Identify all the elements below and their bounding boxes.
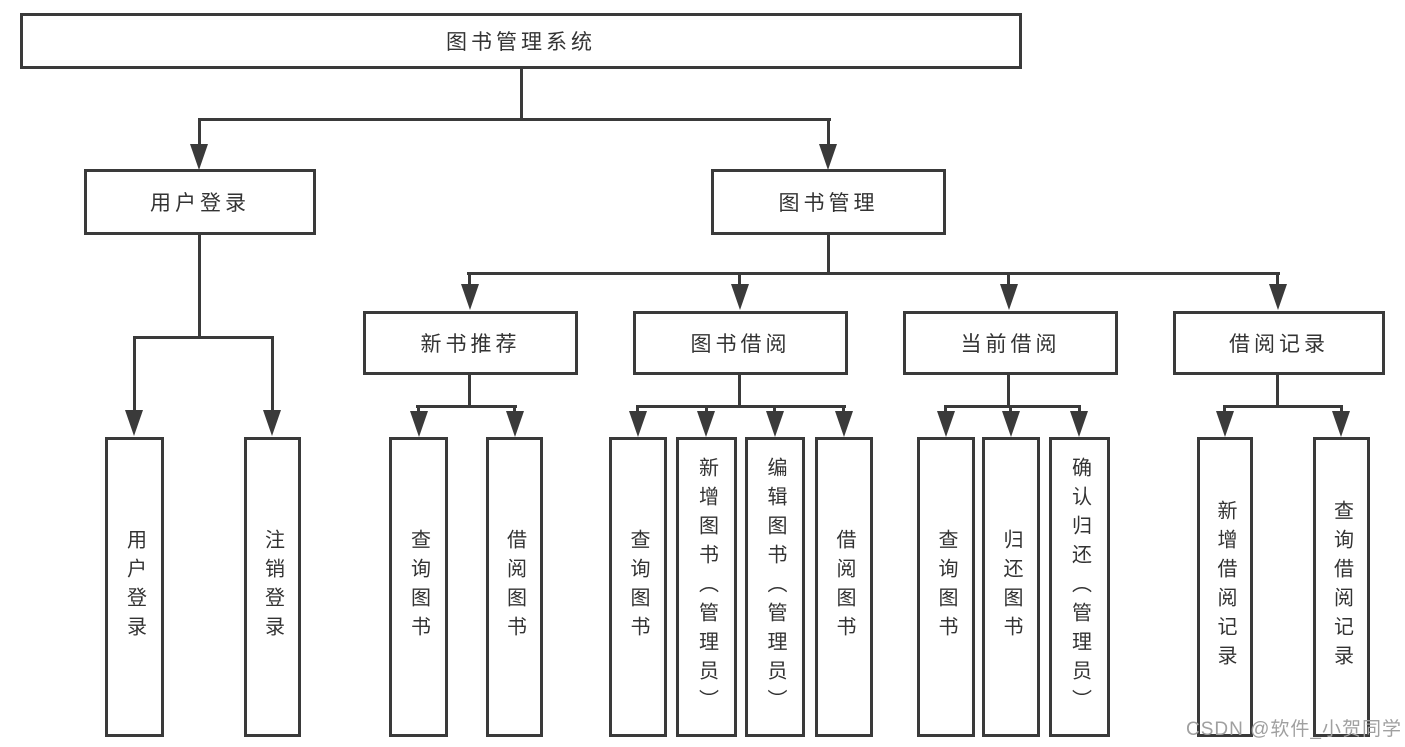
arrowhead-borrow-book-2 (835, 411, 853, 437)
connector-current-borrowing-stem (1007, 375, 1010, 407)
arrow-stem-edit-book (773, 405, 776, 413)
arrow-stem-user-login (198, 118, 201, 146)
arrow-stem-leaf-user-login (133, 336, 136, 411)
arrowhead-add-book (697, 411, 715, 437)
leaf-query-book-1-label: 查询图书 (407, 529, 430, 645)
node-user-login: 用户登录 (84, 169, 316, 235)
arrowhead-leaf-logout (263, 410, 281, 436)
arrow-stem-new-book-recommend (468, 272, 471, 286)
leaf-query-book-2: 查询图书 (609, 437, 667, 737)
leaf-borrow-book-1-label: 借阅图书 (503, 529, 526, 645)
arrowhead-query-book-3 (937, 411, 955, 437)
arrow-stem-borrowing-records (1276, 272, 1279, 286)
arrowhead-add-borrow-record (1216, 411, 1234, 437)
leaf-return-book: 归还图书 (982, 437, 1040, 737)
leaf-confirm-return-admin-label: 确认归还（管理员） (1068, 456, 1091, 718)
arrow-stem-borrow-book-2 (842, 405, 845, 413)
connector-book-borrowing-bar (637, 405, 846, 408)
leaf-edit-book-admin: 编辑图书（管理员） (745, 437, 805, 737)
leaf-query-book-3-label: 查询图书 (935, 529, 957, 645)
csdn-watermark: CSDN @软件_小贺同学 (1186, 719, 1402, 740)
leaf-query-borrow-record-label: 查询借阅记录 (1330, 500, 1353, 674)
connector-borrowing-records-bar (1223, 405, 1343, 408)
connector-user-login-bar (133, 336, 274, 339)
arrow-stem-query-book-3 (944, 405, 947, 413)
arrowhead-book-management (819, 144, 837, 170)
node-book-management: 图书管理 (711, 169, 946, 235)
arrowhead-borrow-book-1 (506, 411, 524, 437)
leaf-borrow-book-2: 借阅图书 (815, 437, 873, 737)
connector-current-borrowing-bar (944, 405, 1081, 408)
arrowhead-query-book-2 (629, 411, 647, 437)
arrow-stem-book-management (827, 118, 830, 146)
connector-borrowing-records-stem (1276, 375, 1279, 407)
arrowhead-book-borrowing (731, 284, 749, 310)
arrow-stem-leaf-logout (271, 336, 274, 411)
arrowhead-leaf-user-login (125, 410, 143, 436)
leaf-query-book-2-label: 查询图书 (627, 529, 649, 645)
connector-book-borrowing-stem (738, 375, 741, 407)
connector-new-book-recommend-bar (416, 405, 517, 408)
node-borrowing-records: 借阅记录 (1173, 311, 1385, 375)
leaf-borrow-book-2-label: 借阅图书 (833, 529, 855, 645)
arrow-stem-add-book (705, 405, 708, 413)
arrowhead-current-borrowing (1000, 284, 1018, 310)
connector-user-login-stem (198, 235, 201, 338)
arrow-stem-borrow-book-1 (513, 405, 516, 413)
arrow-stem-query-borrow-record (1340, 405, 1343, 413)
arrowhead-borrowing-records (1269, 284, 1287, 310)
leaf-add-book-admin: 新增图书（管理员） (676, 437, 737, 737)
leaf-query-book-3: 查询图书 (917, 437, 975, 737)
leaf-return-book-label: 归还图书 (1000, 529, 1022, 645)
leaf-logout: 注销登录 (244, 437, 301, 737)
arrowhead-new-book-recommend (461, 284, 479, 310)
leaf-logout-label: 注销登录 (261, 529, 284, 645)
arrow-stem-book-borrowing (738, 272, 741, 286)
leaf-query-book-1: 查询图书 (389, 437, 448, 737)
leaf-confirm-return-admin: 确认归还（管理员） (1049, 437, 1110, 737)
node-current-borrowing: 当前借阅 (903, 311, 1118, 375)
leaf-add-borrow-record-label: 新增借阅记录 (1214, 500, 1236, 674)
leaf-borrow-book-1: 借阅图书 (486, 437, 543, 737)
arrowhead-confirm-return (1070, 411, 1088, 437)
arrowhead-user-login (190, 144, 208, 170)
leaf-edit-book-admin-label: 编辑图书（管理员） (764, 456, 786, 718)
connector-book-management-bar (467, 272, 1280, 275)
leaf-add-book-admin-label: 新增图书（管理员） (695, 456, 718, 718)
arrow-stem-query-book-1 (417, 405, 420, 413)
connector-new-book-recommend-stem (468, 375, 471, 407)
arrow-stem-add-borrow-record (1223, 405, 1226, 413)
node-new-book-recommend: 新书推荐 (363, 311, 578, 375)
connector-root-bar (198, 118, 831, 121)
node-book-borrowing: 图书借阅 (633, 311, 848, 375)
leaf-user-login: 用户登录 (105, 437, 164, 737)
arrowhead-edit-book (766, 411, 784, 437)
connector-book-management-stem (827, 235, 830, 274)
arrowhead-return-book (1002, 411, 1020, 437)
arrowhead-query-borrow-record (1332, 411, 1350, 437)
connector-root-stem (520, 69, 523, 120)
leaf-add-borrow-record: 新增借阅记录 (1197, 437, 1253, 737)
arrow-stem-confirm-return (1078, 405, 1081, 413)
node-root-library-system: 图书管理系统 (20, 13, 1022, 69)
arrowhead-query-book-1 (410, 411, 428, 437)
arrow-stem-return-book (1009, 405, 1012, 413)
leaf-user-login-label: 用户登录 (123, 529, 146, 645)
arrow-stem-query-book-2 (636, 405, 639, 413)
arrow-stem-current-borrowing (1007, 272, 1010, 286)
leaf-query-borrow-record: 查询借阅记录 (1313, 437, 1370, 737)
